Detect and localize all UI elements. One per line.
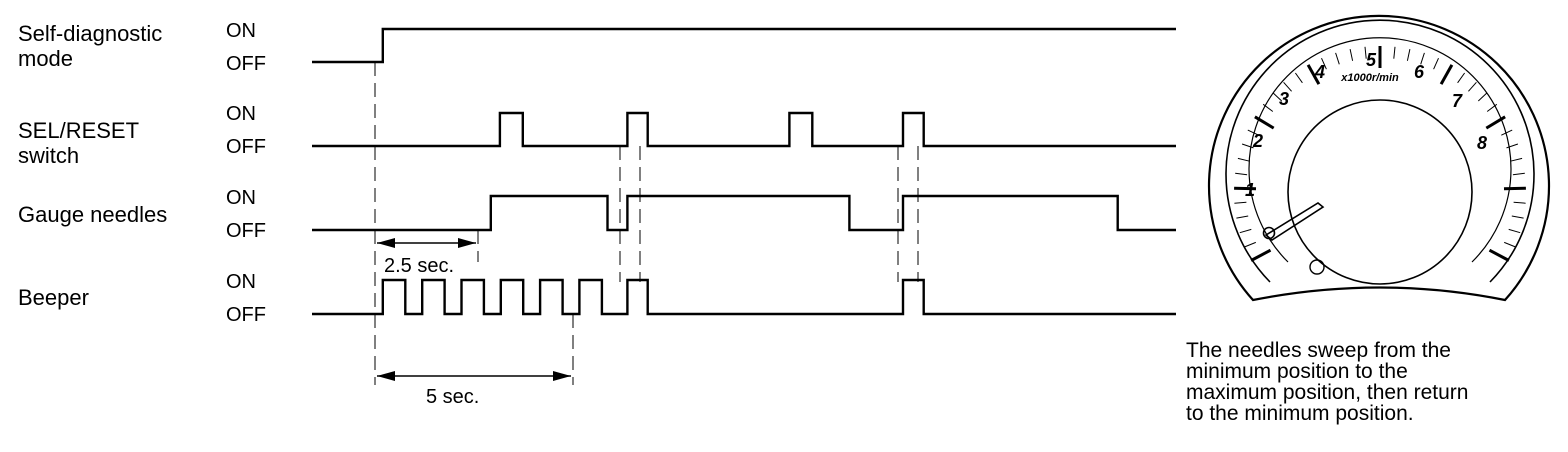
gauge-center-hole — [1287, 99, 1473, 285]
off-label-gauge-needles: OFF — [226, 220, 266, 242]
gauge-caption-line-4: to the minimum position. — [1186, 402, 1414, 425]
gauge-major-tick — [1254, 115, 1275, 130]
gauge-minor-tick — [1513, 201, 1526, 204]
gauge-housing — [1207, 14, 1551, 302]
gauge-major-tick — [1234, 186, 1257, 191]
gauge-tick-1: 1 — [1245, 180, 1255, 200]
signal-label-gauge-needles: Gauge needles — [18, 202, 167, 227]
gauge-minor-tick — [1393, 46, 1396, 59]
gauge-major-tick — [1439, 64, 1454, 85]
gauge-minor-tick — [1335, 52, 1340, 65]
gauge-tick-numbers: 1 2 3 4 5 6 7 8 — [1245, 50, 1487, 200]
gauge-minor-tick — [1349, 48, 1354, 61]
tachometer-gauge: 1 2 3 4 5 6 7 8 x1000r/min — [1207, 14, 1551, 302]
on-label-self-diagnostic: ON — [226, 20, 256, 42]
signal-label-sel-reset-line-2: switch — [18, 143, 79, 168]
gauge-tick-8: 8 — [1477, 133, 1487, 153]
gauge-minor-tick — [1501, 129, 1513, 136]
gauge-minor-tick — [1241, 143, 1254, 149]
gauge-minor-tick — [1510, 157, 1523, 162]
dimension-2-5-sec-arrow-right — [458, 238, 476, 248]
gauge-minor-tick — [1511, 215, 1524, 219]
waveform-gauge-needles — [312, 194, 1176, 232]
on-label-sel-reset: ON — [226, 103, 256, 125]
gauge-needle-pivot — [1262, 226, 1276, 240]
waveform-self-diagnostic — [312, 27, 1176, 64]
gauge-minor-tick — [1244, 241, 1256, 248]
gauge-major-tick — [1503, 186, 1526, 191]
dimension-5-sec-arrow-right — [553, 371, 571, 381]
gauge-face-outline — [1225, 19, 1535, 283]
signal-label-self-diagnostic-line-2: mode — [18, 46, 73, 71]
signal-label-sel-reset-line-1: SEL/RESET — [18, 118, 139, 143]
gauge-caption-line-1: The needles sweep from the — [1186, 339, 1451, 362]
gauge-minor-tick — [1283, 81, 1292, 92]
gauge-minor-tick — [1321, 57, 1327, 70]
gauge-minor-tick — [1272, 92, 1283, 102]
gauge-minor-tick — [1294, 72, 1303, 84]
signal-label-beeper: Beeper — [18, 285, 89, 310]
dimension-2-5-sec: 2.5 sec. — [377, 238, 476, 277]
gauge-minor-tick — [1468, 81, 1477, 92]
gauge-caption: The needles sweep from the minimum posit… — [1186, 340, 1546, 424]
gauge-minor-tick — [1236, 215, 1249, 219]
gauge-minor-ticks — [1234, 46, 1526, 248]
gauge-minor-tick — [1237, 157, 1250, 162]
dimension-2-5-sec-arrow-left — [377, 238, 395, 248]
guide-lines — [374, 62, 919, 385]
dimension-2-5-sec-label: 2.5 sec. — [384, 255, 454, 277]
gauge-caption-line-3: maximum position, then return — [1186, 381, 1469, 404]
on-label-beeper: ON — [226, 271, 256, 293]
gauge-tick-7: 7 — [1452, 91, 1463, 111]
gauge-minor-tick — [1364, 46, 1367, 59]
gauge-major-ticks — [1234, 46, 1526, 262]
off-label-beeper: OFF — [226, 304, 266, 326]
gauge-major-tick — [1488, 248, 1510, 262]
on-label-gauge-needles: ON — [226, 187, 256, 209]
signal-label-self-diagnostic-line-1: Self-diagnostic — [18, 21, 162, 46]
gauge-minor-tick — [1433, 57, 1439, 70]
gauge-minor-tick — [1506, 143, 1519, 149]
gauge-minor-tick — [1457, 72, 1466, 84]
gauge-minor-tick — [1406, 48, 1411, 61]
gauge-major-tick — [1250, 248, 1272, 262]
gauge-tick-2: 2 — [1252, 131, 1263, 151]
gauge-tick-4: 4 — [1314, 62, 1325, 82]
gauge-major-tick — [1306, 64, 1321, 85]
gauge-tick-3: 3 — [1279, 89, 1289, 109]
gauge-minor-tick — [1239, 228, 1252, 234]
dimension-5-sec-arrow-left — [377, 371, 395, 381]
gauge-scale-band — [1248, 37, 1512, 263]
gauge-needle — [1262, 202, 1325, 241]
waveform-sel-reset — [312, 111, 1176, 148]
gauge-minor-tick — [1486, 103, 1498, 112]
gauge-minor-tick — [1235, 172, 1248, 176]
gauge-caption-line-2: minimum position to the — [1186, 360, 1408, 383]
gauge-minor-tick — [1504, 241, 1516, 248]
gauge-tick-6: 6 — [1414, 62, 1425, 82]
off-label-sel-reset: OFF — [226, 136, 266, 158]
gauge-minor-tick — [1512, 172, 1525, 176]
gauge-small-hole — [1309, 259, 1325, 275]
gauge-minor-tick — [1247, 129, 1259, 136]
off-label-self-diagnostic: OFF — [226, 53, 266, 75]
gauge-minor-tick — [1234, 201, 1247, 204]
dimension-5-sec-label: 5 sec. — [426, 386, 479, 408]
gauge-minor-tick — [1420, 52, 1425, 65]
dimension-5-sec: 5 sec. — [377, 371, 571, 408]
gauge-minor-tick — [1477, 92, 1488, 102]
waveform-beeper — [312, 278, 1176, 316]
gauge-minor-tick — [1262, 103, 1274, 112]
gauge-major-tick — [1485, 115, 1506, 130]
gauge-tick-5: 5 — [1366, 50, 1377, 70]
gauge-minor-tick — [1508, 228, 1521, 234]
gauge-unit-label: x1000r/min — [1340, 72, 1399, 84]
